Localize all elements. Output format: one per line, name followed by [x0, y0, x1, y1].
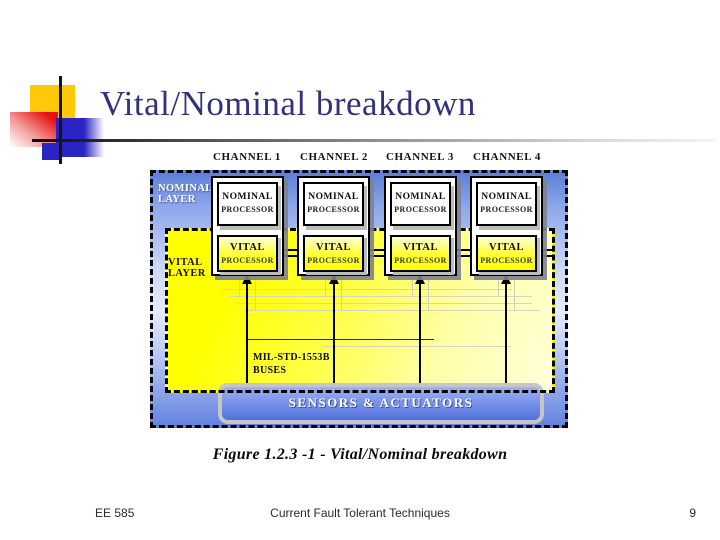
arrow-shaft-channel-1 — [246, 284, 248, 388]
bus-stub — [255, 277, 256, 311]
bus-label-line2: BUSES — [253, 365, 287, 376]
vital-layer-bottom-border — [165, 390, 555, 393]
arrow-shaft-channel-2 — [333, 284, 335, 388]
vital-processor-line1: VITAL — [230, 242, 265, 253]
nominal-layer-line2: LAYER — [158, 194, 196, 205]
channel-4-column: NOMINAL PROCESSOR VITAL PROCESSOR — [470, 176, 543, 276]
bus-stub — [428, 277, 429, 311]
footer-title: Current Fault Tolerant Techniques — [270, 506, 450, 520]
vital-processor-box: VITAL PROCESSOR — [390, 235, 451, 272]
sensors-actuators-label: SENSORS & ACTUATORS — [288, 395, 474, 410]
vital-bus-connector — [369, 249, 385, 257]
vital-layer-line2: LAYER — [168, 268, 206, 279]
nominal-processor-line1: NOMINAL — [395, 192, 446, 202]
channel-3-label: CHANNEL 3 — [385, 151, 455, 163]
vital-bus-connector — [542, 249, 555, 257]
arrow-shaft-channel-4 — [505, 284, 507, 388]
bus-stub — [325, 277, 326, 297]
sensors-actuators-bar: SENSORS & ACTUATORS — [218, 383, 544, 424]
vital-processor-line2: PROCESSOR — [394, 256, 447, 265]
vital-layer-line1: VITAL — [168, 257, 203, 268]
vital-processor-line1: VITAL — [316, 242, 351, 253]
nominal-layer-label: NOMINAL LAYER — [158, 183, 213, 205]
decoration-vertical-line — [59, 76, 62, 164]
vital-processor-line2: PROCESSOR — [221, 256, 274, 265]
bus-stub — [412, 277, 413, 297]
arrow-up-icon — [501, 274, 511, 284]
bus-line — [236, 303, 532, 304]
figure-caption: Figure 1.2.3 -1 - Vital/Nominal breakdow… — [212, 446, 508, 463]
nominal-processor-box: NOMINAL PROCESSOR — [476, 182, 537, 226]
channel-2-column: NOMINAL PROCESSOR VITAL PROCESSOR — [297, 176, 370, 276]
bus-line — [243, 310, 540, 311]
vital-bus-connector — [456, 249, 471, 257]
channel-1-column: NOMINAL PROCESSOR VITAL PROCESSOR — [211, 176, 284, 276]
nominal-processor-box: NOMINAL PROCESSOR — [303, 182, 364, 226]
footer-page-number: 9 — [689, 506, 696, 520]
channel-1-label: CHANNEL 1 — [212, 151, 282, 163]
vital-processor-box: VITAL PROCESSOR — [303, 235, 364, 272]
decoration-blue-gradient — [84, 118, 104, 157]
bus-label-line1: MIL-STD-1553B — [253, 352, 330, 363]
bus-line — [323, 346, 511, 347]
nominal-processor-box: NOMINAL PROCESSOR — [217, 182, 278, 226]
vital-processor-line2: PROCESSOR — [307, 256, 360, 265]
slide-title: Vital/Nominal breakdown — [100, 84, 476, 123]
arrow-shaft-channel-3 — [419, 284, 421, 388]
nominal-processor-box: NOMINAL PROCESSOR — [390, 182, 451, 226]
bus-stub — [341, 277, 342, 311]
channel-2-label: CHANNEL 2 — [299, 151, 369, 163]
channel-4-label: CHANNEL 4 — [472, 151, 542, 163]
nominal-processor-line2: PROCESSOR — [480, 205, 533, 214]
bus-stub — [239, 277, 240, 297]
title-underline-rule — [32, 139, 716, 142]
nominal-processor-line1: NOMINAL — [481, 192, 532, 202]
vital-layer-label: VITAL LAYER — [168, 257, 206, 279]
bus-cell-divider — [248, 339, 434, 340]
vital-processor-line1: VITAL — [403, 242, 438, 253]
vital-processor-box: VITAL PROCESSOR — [476, 235, 537, 272]
arrow-up-icon — [415, 274, 425, 284]
mil-std-bus-label: MIL-STD-1553B BUSES — [253, 351, 330, 377]
arrow-up-icon — [242, 274, 252, 284]
bus-line — [229, 296, 532, 297]
vital-processor-line1: VITAL — [489, 242, 524, 253]
bus-stub — [498, 277, 499, 297]
arrow-up-icon — [329, 274, 339, 284]
bus-stub — [514, 277, 515, 311]
vital-processor-line2: PROCESSOR — [480, 256, 533, 265]
footer-course-code: EE 585 — [95, 506, 135, 520]
nominal-processor-line1: NOMINAL — [222, 192, 273, 202]
nominal-processor-line1: NOMINAL — [308, 192, 359, 202]
channel-3-column: NOMINAL PROCESSOR VITAL PROCESSOR — [384, 176, 457, 276]
vital-bus-connector — [283, 249, 298, 257]
nominal-layer-line1: NOMINAL — [158, 183, 213, 194]
nominal-processor-line2: PROCESSOR — [307, 205, 360, 214]
nominal-processor-line2: PROCESSOR — [394, 205, 447, 214]
bus-line — [222, 289, 512, 290]
vital-processor-box: VITAL PROCESSOR — [217, 235, 278, 272]
decoration-blue-small-square — [42, 143, 60, 160]
nominal-processor-line2: PROCESSOR — [221, 205, 274, 214]
